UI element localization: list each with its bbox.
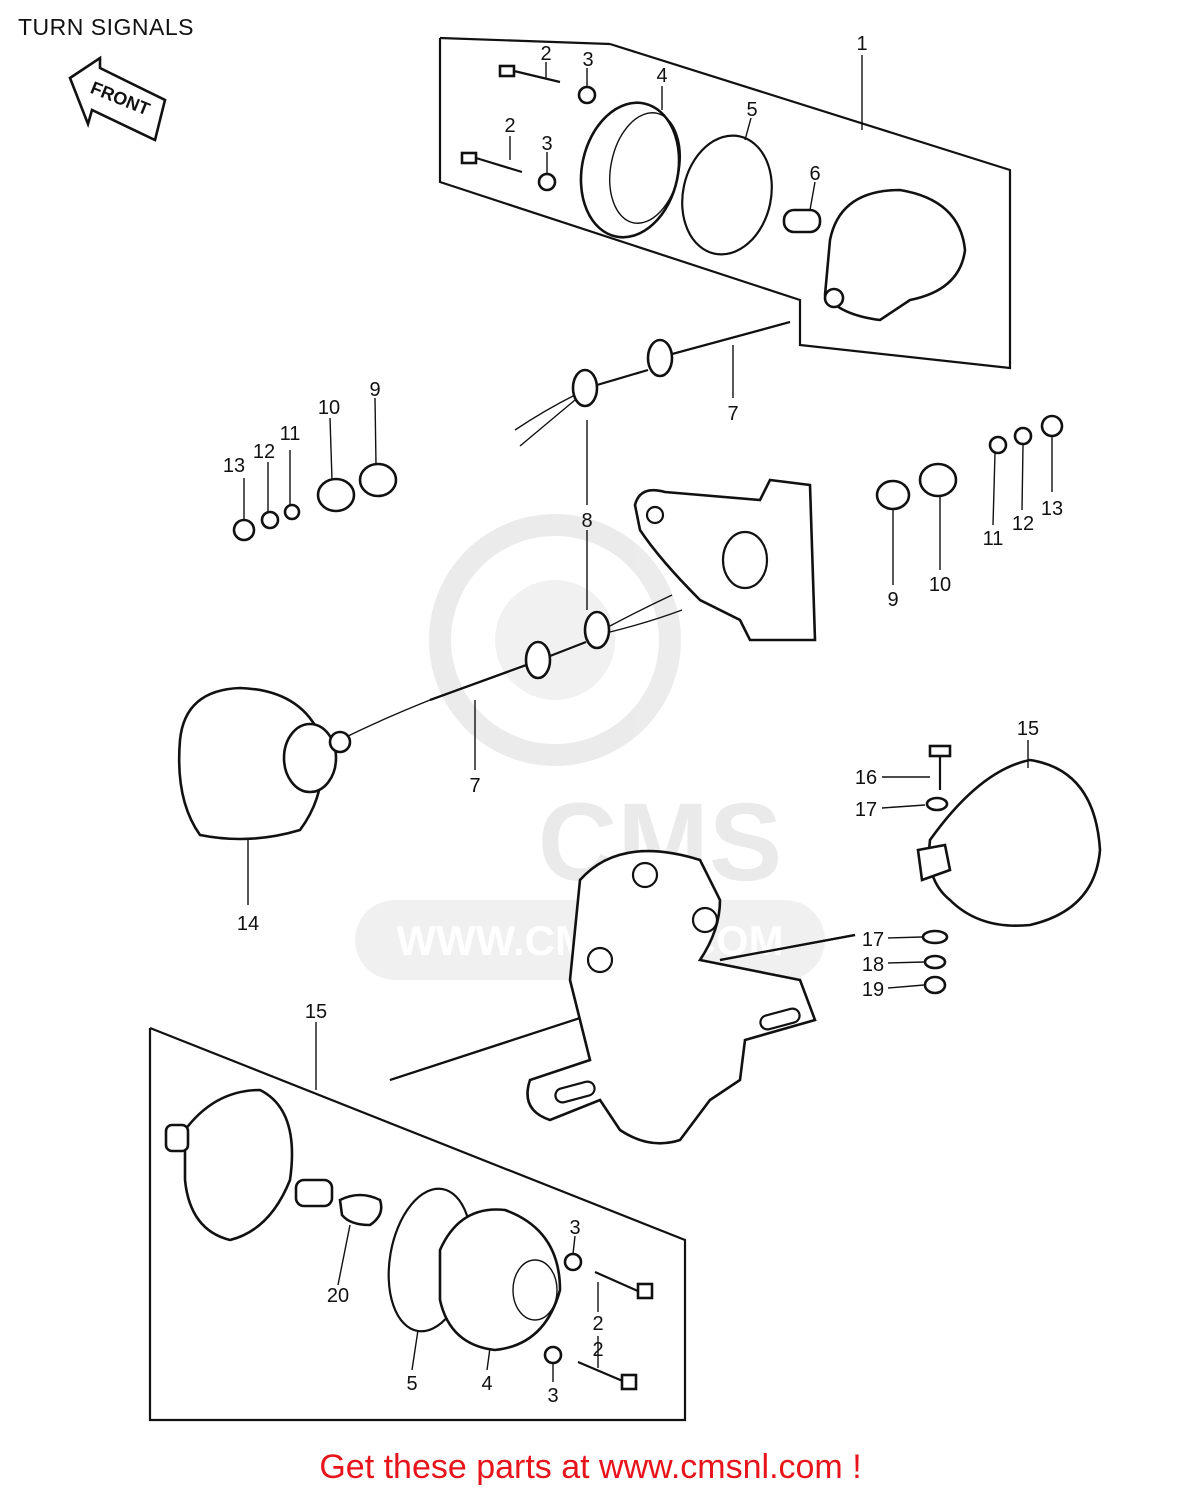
rear-bracket — [389, 849, 856, 1145]
callout-7b: 7 — [469, 775, 480, 797]
callout-4a: 4 — [656, 65, 667, 87]
mount-bracket — [633, 478, 817, 642]
group-box-bottom — [148, 1026, 687, 1422]
callout-9a: 9 — [369, 379, 380, 401]
callout-4b: 4 — [481, 1373, 492, 1395]
callout-1: 1 — [856, 33, 867, 55]
callout-7a: 7 — [727, 403, 738, 425]
callout-13b: 13 — [1041, 498, 1063, 520]
callout-2c: 2 — [592, 1313, 603, 1335]
hardware-left — [232, 462, 398, 542]
washer-18 — [923, 954, 947, 970]
nut-bottom-1 — [563, 1252, 583, 1272]
callout-3c: 3 — [569, 1217, 580, 1239]
bolt-top-2 — [460, 151, 523, 174]
stem-upper — [514, 320, 791, 447]
callout-3d: 3 — [547, 1385, 558, 1407]
callout-8: 8 — [581, 510, 592, 532]
bolt-bottom-1 — [594, 1270, 654, 1300]
leader-lines — [243, 55, 1053, 1382]
callout-18: 18 — [862, 954, 884, 976]
group-box-top — [438, 38, 1012, 370]
page-title: TURN SIGNALS — [18, 14, 194, 40]
callout-20: 20 — [327, 1285, 349, 1307]
callout-5a: 5 — [746, 99, 757, 121]
callout-17b: 17 — [862, 929, 884, 951]
bolt-bottom-2 — [577, 1360, 638, 1391]
callout-2b: 2 — [504, 115, 515, 137]
washer-17a — [925, 796, 949, 812]
callout-6: 6 — [809, 163, 820, 185]
hardware-right — [875, 414, 1064, 511]
callout-2d: 2 — [592, 1339, 603, 1361]
callout-3a: 3 — [582, 49, 593, 71]
callout-11b: 11 — [983, 528, 1004, 550]
callout-19: 19 — [862, 979, 884, 1001]
washer-17b — [921, 929, 949, 945]
callout-16: 16 — [855, 767, 877, 789]
callout-15a: 15 — [1017, 718, 1039, 740]
callout-17a: 17 — [855, 799, 877, 821]
callout-12a: 12 — [253, 441, 275, 463]
callout-10a: 10 — [318, 397, 340, 419]
callout-10b: 10 — [929, 574, 951, 596]
gasket-top — [681, 134, 773, 256]
callout-3b: 3 — [541, 133, 552, 155]
socket-bottom — [294, 1178, 334, 1208]
footer-promo[interactable]: Get these parts at www.cmsnl.com ! — [319, 1448, 862, 1486]
nut-19 — [923, 975, 947, 995]
lens-bottom — [438, 1208, 562, 1352]
callout-13a: 13 — [223, 455, 245, 477]
housing-top — [823, 188, 967, 322]
callout-2a: 2 — [540, 43, 551, 65]
lamp-front-left — [177, 686, 352, 841]
nut-top-2 — [537, 172, 557, 192]
callout-12b: 12 — [1012, 513, 1034, 535]
callout-14: 14 — [237, 913, 259, 935]
bolt-16 — [928, 744, 952, 790]
callout-11a: 11 — [280, 423, 301, 445]
callout-9b: 9 — [887, 589, 898, 611]
nut-top-1 — [577, 85, 597, 105]
bulb-bottom — [338, 1193, 383, 1227]
housing-bottom — [164, 1088, 294, 1242]
lens-top — [579, 101, 681, 239]
nut-bottom-2 — [543, 1345, 563, 1365]
front-arrow-icon: FRONT — [68, 55, 167, 142]
lamp-rear-right — [916, 758, 1102, 927]
bulb-top — [782, 208, 822, 234]
callouts: 1 2 3 4 2 3 5 6 7 8 10 9 11 12 13 9 10 1… — [223, 33, 1063, 1407]
callout-15b: 15 — [305, 1001, 327, 1023]
bolt-top-1 — [498, 64, 561, 84]
callout-5b: 5 — [406, 1373, 417, 1395]
